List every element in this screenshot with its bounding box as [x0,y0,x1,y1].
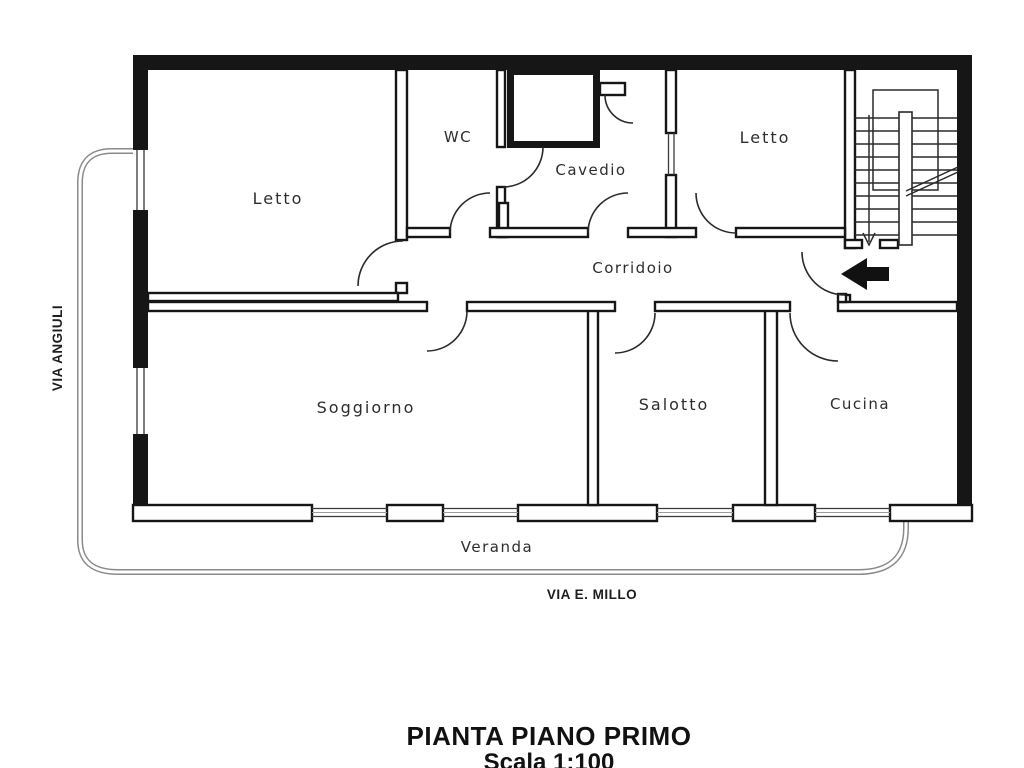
caption: PIANTA PIANO PRIMO Scala 1:100 [407,721,692,768]
room-label-wc: WC [444,128,472,146]
street-label-via-angiuli: VIA ANGIULI [50,305,65,391]
street-label-via-e-millo: VIA E. MILLO [547,587,637,602]
room-label-soggiorno: Soggiorno [317,398,416,417]
street-road-outline [77,148,909,575]
stair-stringer [898,111,913,246]
room-label-cavedio: Cavedio [555,161,626,179]
stair-break-line [905,166,959,197]
room-label-cucina: Cucina [830,395,890,413]
cavedio-shaft [507,68,627,148]
caption-title: PIANTA PIANO PRIMO [407,721,692,751]
room-label-corridoio: Corridoio [592,259,673,277]
room-labels: Letto WC Cavedio Letto Corridoio Soggior… [253,128,890,556]
door-arcs [357,94,846,362]
staircase [855,89,959,247]
entrance-arrow-icon [841,258,889,290]
room-label-salotto: Salotto [639,395,710,414]
windows [136,133,890,518]
stair-down-arrow-icon [862,115,876,247]
room-label-letto2: Letto [740,128,791,147]
room-label-letto1: Letto [253,189,304,208]
street-labels: VIA ANGIULI VIA E. MILLO [50,305,637,602]
interior-walls [146,68,959,507]
outer-walls [133,55,972,522]
room-label-veranda: Veranda [461,538,533,556]
caption-scale: Scala 1:100 [484,749,615,768]
